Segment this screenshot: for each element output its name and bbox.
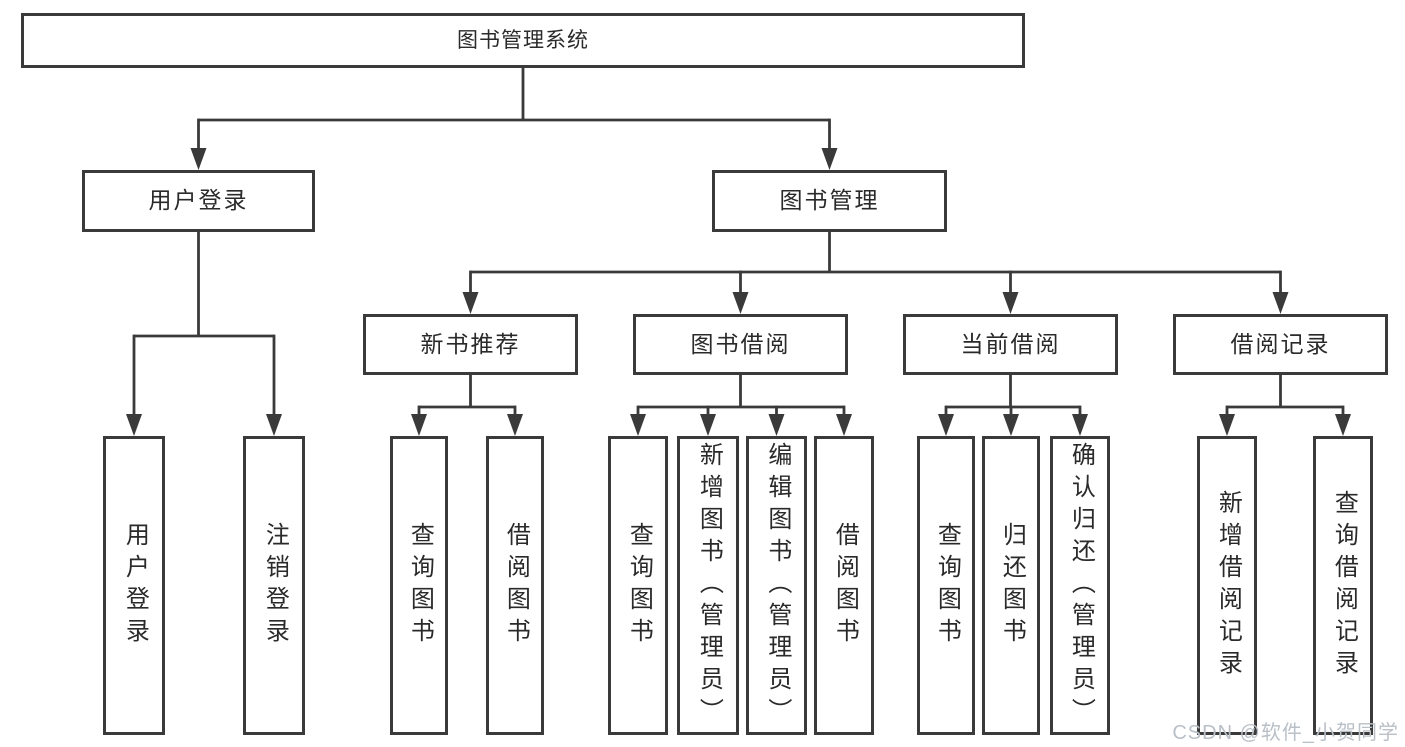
node-leaf-br-query: 查询借阅记录	[1313, 436, 1373, 735]
node-label-leaf-cb-query: 查询图书	[933, 521, 961, 650]
node-label-leaf-bb-borrow: 借阅图书	[831, 521, 859, 650]
node-label-leaf-br-add: 新增借阅记录	[1214, 489, 1242, 682]
node-label-leaf-rec-borrow: 借阅图书	[502, 521, 530, 650]
node-new-book-rec: 新书推荐	[363, 314, 578, 375]
node-book-mgmt: 图书管理	[712, 170, 947, 232]
node-label-borrow-records: 借阅记录	[1230, 330, 1331, 357]
node-label-leaf-bb-edit: 编辑图书（管理员）	[763, 441, 791, 730]
node-leaf-bb-edit: 编辑图书（管理员）	[746, 436, 807, 735]
node-leaf-bb-add: 新增图书（管理员）	[677, 436, 739, 735]
node-leaf-rec-query: 查询图书	[390, 436, 448, 735]
node-label-book-mgmt: 图书管理	[779, 187, 880, 214]
node-label-leaf-cb-return: 归还图书	[998, 521, 1026, 650]
node-label-leaf-bb-add: 新增图书（管理员）	[695, 441, 723, 730]
node-label-leaf-user-login: 用户登录	[121, 521, 149, 650]
node-label-leaf-bb-query: 查询图书	[625, 521, 653, 650]
node-user-login: 用户登录	[82, 170, 315, 232]
node-leaf-br-add: 新增借阅记录	[1197, 436, 1257, 735]
node-current-borrow: 当前借阅	[903, 314, 1118, 375]
node-leaf-rec-borrow: 借阅图书	[486, 436, 544, 735]
node-label-leaf-br-query: 查询借阅记录	[1330, 489, 1358, 682]
node-label-new-book-rec: 新书推荐	[420, 330, 521, 357]
node-book-borrow: 图书借阅	[633, 314, 848, 375]
node-label-root: 图书管理系统	[457, 28, 589, 52]
node-label-current-borrow: 当前借阅	[960, 330, 1061, 357]
node-leaf-cb-query: 查询图书	[917, 436, 975, 735]
node-leaf-user-login: 用户登录	[103, 436, 165, 735]
node-label-leaf-rec-query: 查询图书	[406, 521, 434, 650]
node-label-leaf-cb-confirm: 确认归还（管理员）	[1067, 441, 1095, 730]
node-leaf-logout: 注销登录	[243, 436, 305, 735]
node-label-book-borrow: 图书借阅	[690, 330, 791, 357]
node-label-user-login: 用户登录	[148, 187, 249, 214]
node-label-leaf-logout: 注销登录	[261, 521, 289, 650]
node-leaf-cb-return: 归还图书	[982, 436, 1040, 735]
node-borrow-records: 借阅记录	[1173, 314, 1388, 375]
node-leaf-bb-borrow: 借阅图书	[814, 436, 874, 735]
node-leaf-cb-confirm: 确认归还（管理员）	[1050, 436, 1110, 735]
watermark: CSDN @软件_小贺同学	[1172, 722, 1399, 744]
node-root: 图书管理系统	[21, 13, 1025, 68]
node-leaf-bb-query: 查询图书	[608, 436, 668, 735]
